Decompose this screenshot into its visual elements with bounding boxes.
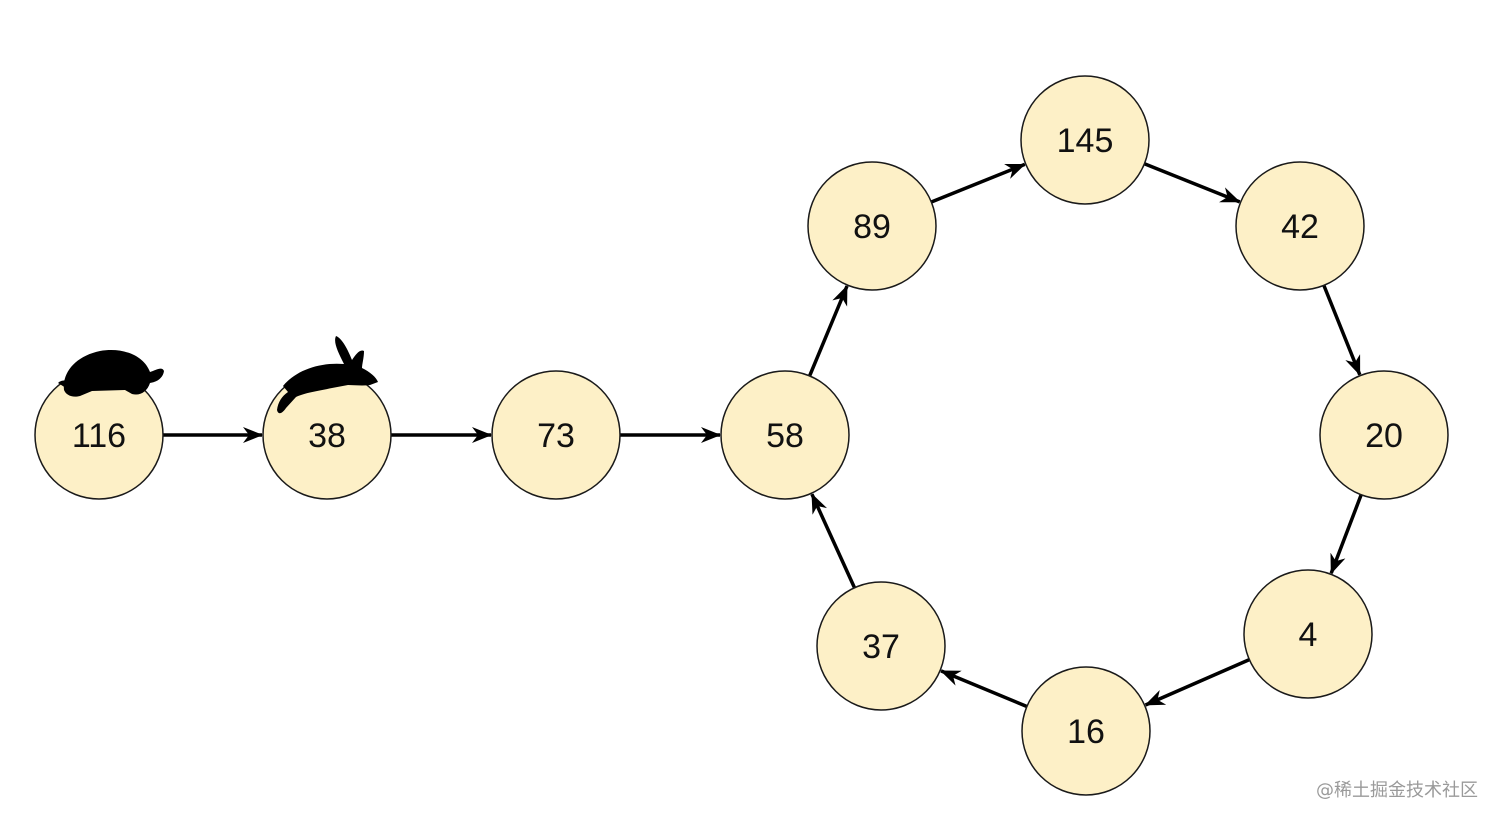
watermark: @稀土掘金技术社区 bbox=[1316, 780, 1478, 801]
node-145: 145 bbox=[1020, 75, 1150, 205]
edge-89-to-145 bbox=[930, 162, 1026, 204]
node-20: 20 bbox=[1319, 370, 1449, 500]
edge-4-to-16 bbox=[1144, 658, 1251, 707]
node-37: 37 bbox=[816, 581, 946, 711]
node-circle bbox=[1319, 370, 1449, 500]
node-label: 42 bbox=[1281, 208, 1319, 246]
node-circle bbox=[816, 581, 946, 711]
node-circle bbox=[1021, 666, 1151, 796]
node-16: 16 bbox=[1021, 666, 1151, 796]
node-label: 4 bbox=[1299, 616, 1318, 654]
node-label: 20 bbox=[1365, 417, 1403, 455]
edge-145-to-42 bbox=[1143, 162, 1241, 204]
tortoise-icon bbox=[58, 350, 165, 397]
edge-20-to-4 bbox=[1329, 494, 1363, 575]
node-58: 58 bbox=[720, 370, 850, 500]
edge-37-to-58 bbox=[810, 493, 857, 589]
node-38: 38 bbox=[262, 370, 392, 500]
node-73: 73 bbox=[491, 370, 621, 500]
node-label: 116 bbox=[72, 417, 126, 455]
edge-42-to-20 bbox=[1322, 284, 1362, 376]
edge-16-to-37 bbox=[940, 669, 1028, 709]
node-circle bbox=[1243, 569, 1373, 699]
node-circle bbox=[720, 370, 850, 500]
node-label: 38 bbox=[308, 417, 346, 455]
node-circle bbox=[491, 370, 621, 500]
node-4: 4 bbox=[1243, 569, 1373, 699]
markers bbox=[58, 336, 378, 414]
node-89: 89 bbox=[807, 161, 937, 291]
edge-58-to-89 bbox=[807, 285, 849, 377]
node-circle bbox=[1235, 161, 1365, 291]
node-circle bbox=[1020, 75, 1150, 205]
edges bbox=[163, 162, 1363, 709]
node-label: 89 bbox=[853, 208, 891, 246]
nodes: 116 38 73 58 89 145 42 20 4 16 37 bbox=[34, 75, 1449, 796]
node-label: 58 bbox=[766, 417, 804, 455]
node-label: 73 bbox=[537, 417, 575, 455]
rabbit-icon bbox=[277, 336, 378, 414]
node-label: 16 bbox=[1067, 713, 1105, 751]
node-label: 37 bbox=[862, 628, 900, 666]
node-circle bbox=[807, 161, 937, 291]
node-42: 42 bbox=[1235, 161, 1365, 291]
node-label: 145 bbox=[1057, 122, 1114, 160]
